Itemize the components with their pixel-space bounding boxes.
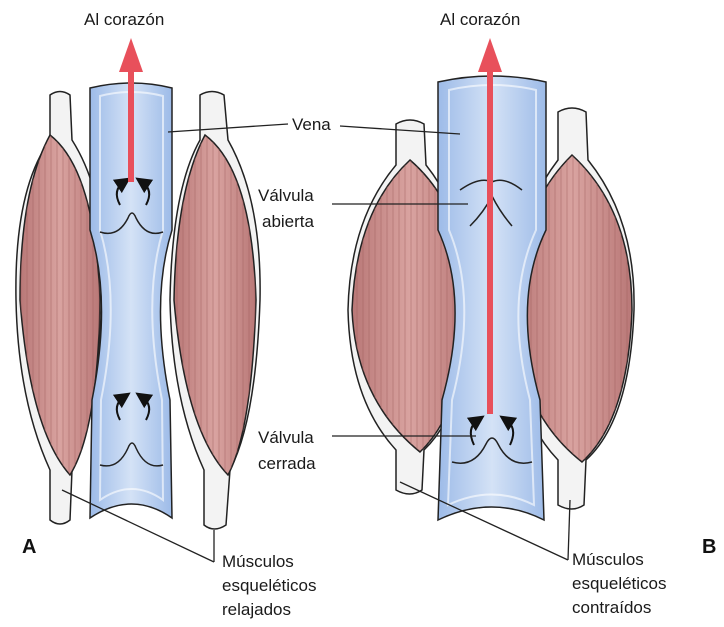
label-contracted-2: esqueléticos (572, 574, 667, 594)
label-valve-closed-2: cerrada (258, 454, 316, 474)
label-contracted-1: Músculos (572, 550, 644, 570)
label-relaxed-2: esqueléticos (222, 576, 317, 596)
leader-vein-a (168, 124, 288, 132)
label-valve-closed-1: Válvula (258, 428, 314, 448)
label-to-heart-a: Al corazón (84, 10, 164, 30)
label-valve-open-1: Válvula (258, 186, 314, 206)
panel-b (348, 38, 634, 520)
label-to-heart-b: Al corazón (440, 10, 520, 30)
label-valve-open-2: abierta (262, 212, 314, 232)
muscle-right-relaxed (170, 92, 260, 530)
label-relaxed-3: relajados (222, 600, 291, 620)
panel-letter-a: A (22, 536, 36, 559)
label-contracted-3: contraídos (572, 598, 651, 618)
panel-a (16, 38, 260, 529)
label-relaxed-1: Músculos (222, 552, 294, 572)
label-vein: Vena (292, 115, 331, 135)
panel-letter-b: B (702, 536, 716, 559)
